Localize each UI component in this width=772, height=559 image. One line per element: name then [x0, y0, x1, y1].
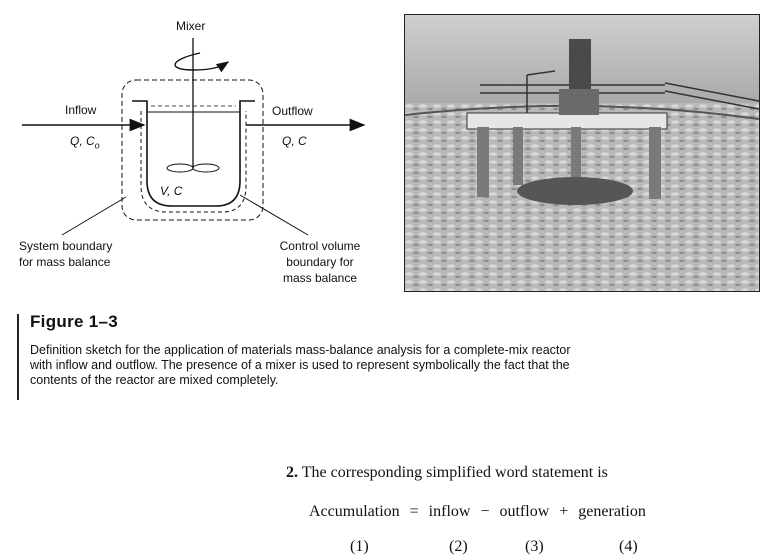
term-outflow: outflow [499, 503, 550, 520]
reactor-diagram [22, 38, 366, 236]
reactor-photo [404, 14, 760, 292]
control-volume-leader [239, 194, 309, 236]
inflow-vars-sub: o [94, 140, 100, 151]
term-accumulation: Accumulation [309, 503, 400, 520]
pillar [477, 127, 489, 197]
term-generation: generation [578, 503, 646, 520]
reactor-tank [132, 100, 255, 207]
op-minus: − [480, 503, 490, 520]
term-number-2: (2) [449, 538, 468, 555]
figure-title: Figure 1–3 [30, 312, 119, 331]
op-plus: + [559, 503, 569, 520]
caption-line-2: with inflow and outflow. The presence of… [30, 358, 570, 372]
term-inflow: inflow [428, 503, 471, 520]
mixer-gearbox [559, 89, 599, 115]
pillar [513, 127, 523, 185]
item-number: 2. [286, 464, 298, 481]
figure-caption: Definition sketch for the application of… [30, 343, 670, 388]
control-volume-label: Control volume boundary for mass balance [270, 238, 370, 286]
inflow-vars-text: Q, C [70, 134, 95, 148]
op-equals: = [409, 503, 419, 520]
control-volume-line3: mass balance [282, 271, 358, 285]
control-volume-boundary [140, 111, 247, 213]
reactor-photo-graphic [405, 15, 759, 291]
system-boundary-leader [61, 196, 127, 236]
caption-line-3: contents of the reactor are mixed comple… [30, 373, 279, 387]
system-boundary-line2: for mass balance [19, 255, 111, 269]
turbulence [517, 177, 633, 205]
mixer-label: Mixer [176, 19, 206, 33]
control-volume-line2: boundary for [286, 255, 354, 269]
mixer-motor [569, 39, 591, 97]
figure-rule [17, 314, 19, 400]
caption-line-1: Definition sketch for the application of… [30, 343, 571, 357]
pillar [649, 127, 661, 199]
impeller-blade-right [192, 163, 220, 173]
rotation-arrow [174, 52, 230, 73]
word-equation: Accumulation = inflow − outflow + genera… [309, 503, 646, 521]
statement-text: The corresponding simplified word statem… [301, 464, 608, 481]
word-statement: 2. The corresponding simplified word sta… [286, 464, 608, 482]
pillar [571, 127, 581, 185]
system-boundary-label: System boundary for mass balance [19, 238, 112, 270]
system-boundary-line1: System boundary [19, 239, 113, 253]
impeller-blade-left [166, 163, 194, 173]
term-number-4: (4) [619, 538, 638, 555]
term-number-3: (3) [525, 538, 544, 555]
control-volume-line1: Control volume [279, 239, 361, 253]
volume-label: V, C [160, 184, 183, 198]
inflow-vars: Q, Co [70, 134, 100, 150]
inflow-label: Inflow [65, 103, 97, 117]
outflow-vars: Q, C [282, 134, 307, 148]
bridge-deck [466, 112, 668, 130]
term-number-1: (1) [350, 538, 369, 555]
outflow-label: Outflow [272, 104, 313, 118]
